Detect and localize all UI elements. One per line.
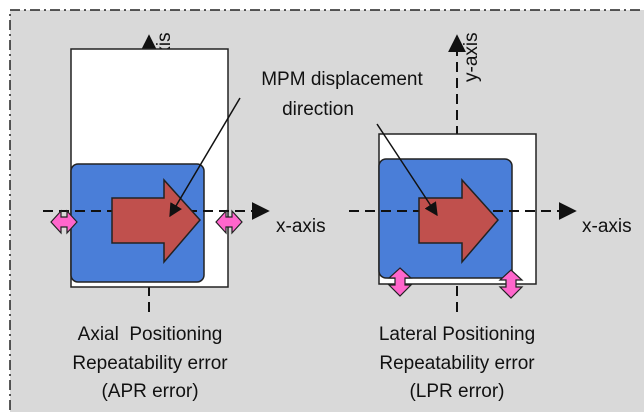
callout-line-2: direction bbox=[282, 99, 354, 120]
left-caption-line-2: Repeatability error bbox=[72, 353, 228, 374]
left-caption-line-3: (APR error) bbox=[101, 381, 198, 402]
right-caption-line-3: (LPR error) bbox=[409, 381, 504, 402]
callout-pointer-right bbox=[376, 123, 438, 217]
right-caption-line-1: Lateral Positioning bbox=[379, 324, 535, 345]
right-y-axis-label: y-axis bbox=[461, 32, 482, 82]
right-panel: y-axis x-axis Lateral Positioning Repeat… bbox=[349, 32, 632, 402]
right-caption-line-2: Repeatability error bbox=[379, 353, 535, 374]
right-displacement-arrow bbox=[418, 178, 499, 265]
right-error-marker-left bbox=[387, 267, 413, 297]
left-error-marker-left bbox=[50, 209, 78, 235]
left-caption-line-1: Axial Positioning bbox=[78, 324, 223, 345]
left-x-axis-label: x-axis bbox=[276, 216, 326, 237]
left-displacement-arrow bbox=[111, 178, 201, 265]
right-error-marker-right bbox=[498, 269, 524, 299]
callout-line-1: MPM displacement bbox=[261, 69, 423, 90]
left-error-marker-right bbox=[215, 209, 243, 235]
callout-pointer-left bbox=[169, 97, 241, 218]
displacement-callout: MPM displacement direction bbox=[169, 69, 438, 218]
left-panel: y-axis x-axis Axial Positioning Repeatab… bbox=[43, 32, 326, 402]
right-x-axis-label: x-axis bbox=[582, 216, 632, 237]
